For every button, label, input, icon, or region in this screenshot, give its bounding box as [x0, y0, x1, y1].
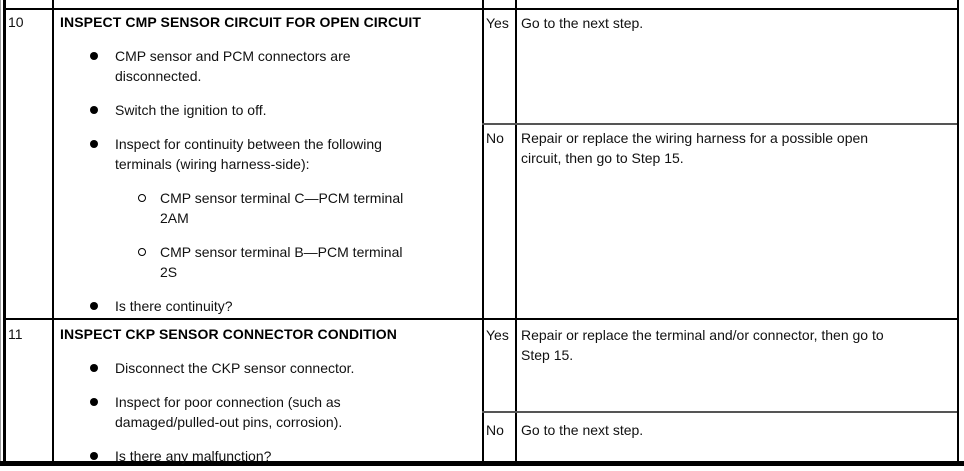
bullet-icon [90, 100, 115, 120]
procedure-title: INSPECT CMP SENSOR CIRCUIT FOR OPEN CIRC… [60, 14, 422, 30]
yes-label: Yes [486, 327, 509, 343]
bullet-icon [90, 392, 115, 432]
table-bottom-border [0, 461, 964, 466]
bullet-icon [90, 46, 115, 86]
list-item: Is there any malfunction? [90, 446, 480, 466]
step-number: 11 [8, 326, 23, 342]
yes-result-text: Repair or replace the terminal and/or co… [521, 327, 884, 363]
procedure-cell: INSPECT CMP SENSOR CIRCUIT FOR OPEN CIRC… [60, 12, 480, 316]
list-item-text: Is there any malfunction? [115, 448, 272, 464]
row10-top-border [3, 8, 959, 10]
list-item: Inspect for continuity between the follo… [90, 134, 480, 174]
row10-row11-divider [3, 318, 959, 320]
table-left-border [3, 0, 6, 463]
list-item: Disconnect the CKP sensor connector. [90, 358, 480, 378]
row10-yes-no-divider [482, 123, 957, 125]
bullet-icon [90, 446, 115, 466]
table-right-border [957, 0, 959, 461]
bullet-icon [90, 134, 115, 174]
no-label: No [486, 130, 504, 146]
list-item-text: Switch the ignition to off. [115, 102, 267, 118]
step-column-divider [52, 0, 54, 461]
bullet-icon [90, 296, 115, 316]
list-item: Is there continuity? [90, 296, 480, 316]
circle-bullet-icon [138, 188, 160, 228]
no-result-text: Go to the next step. [521, 422, 644, 438]
no-result-text: Repair or replace the wiring harness for… [521, 130, 869, 166]
yes-result-text: Go to the next step. [521, 15, 644, 31]
yes-label: Yes [486, 15, 509, 31]
yesno-column-divider [515, 0, 517, 461]
list-item: Switch the ignition to off. [90, 100, 480, 120]
procedure-title: INSPECT CKP SENSOR CONNECTOR CONDITION [60, 326, 397, 342]
page-left-edge-line [0, 0, 1, 466]
circle-bullet-icon [138, 242, 160, 282]
list-item-text: Is there continuity? [115, 298, 233, 314]
row11-yes-no-divider [482, 411, 957, 413]
no-label: No [486, 422, 504, 438]
procedure-cell: INSPECT CKP SENSOR CONNECTOR CONDITION D… [60, 324, 480, 466]
step-number: 10 [8, 14, 24, 30]
action-column-divider [482, 0, 484, 461]
bullet-icon [90, 358, 115, 378]
list-item-text: Inspect for continuity between the follo… [115, 136, 382, 172]
list-item-text: Disconnect the CKP sensor connector. [115, 360, 355, 376]
